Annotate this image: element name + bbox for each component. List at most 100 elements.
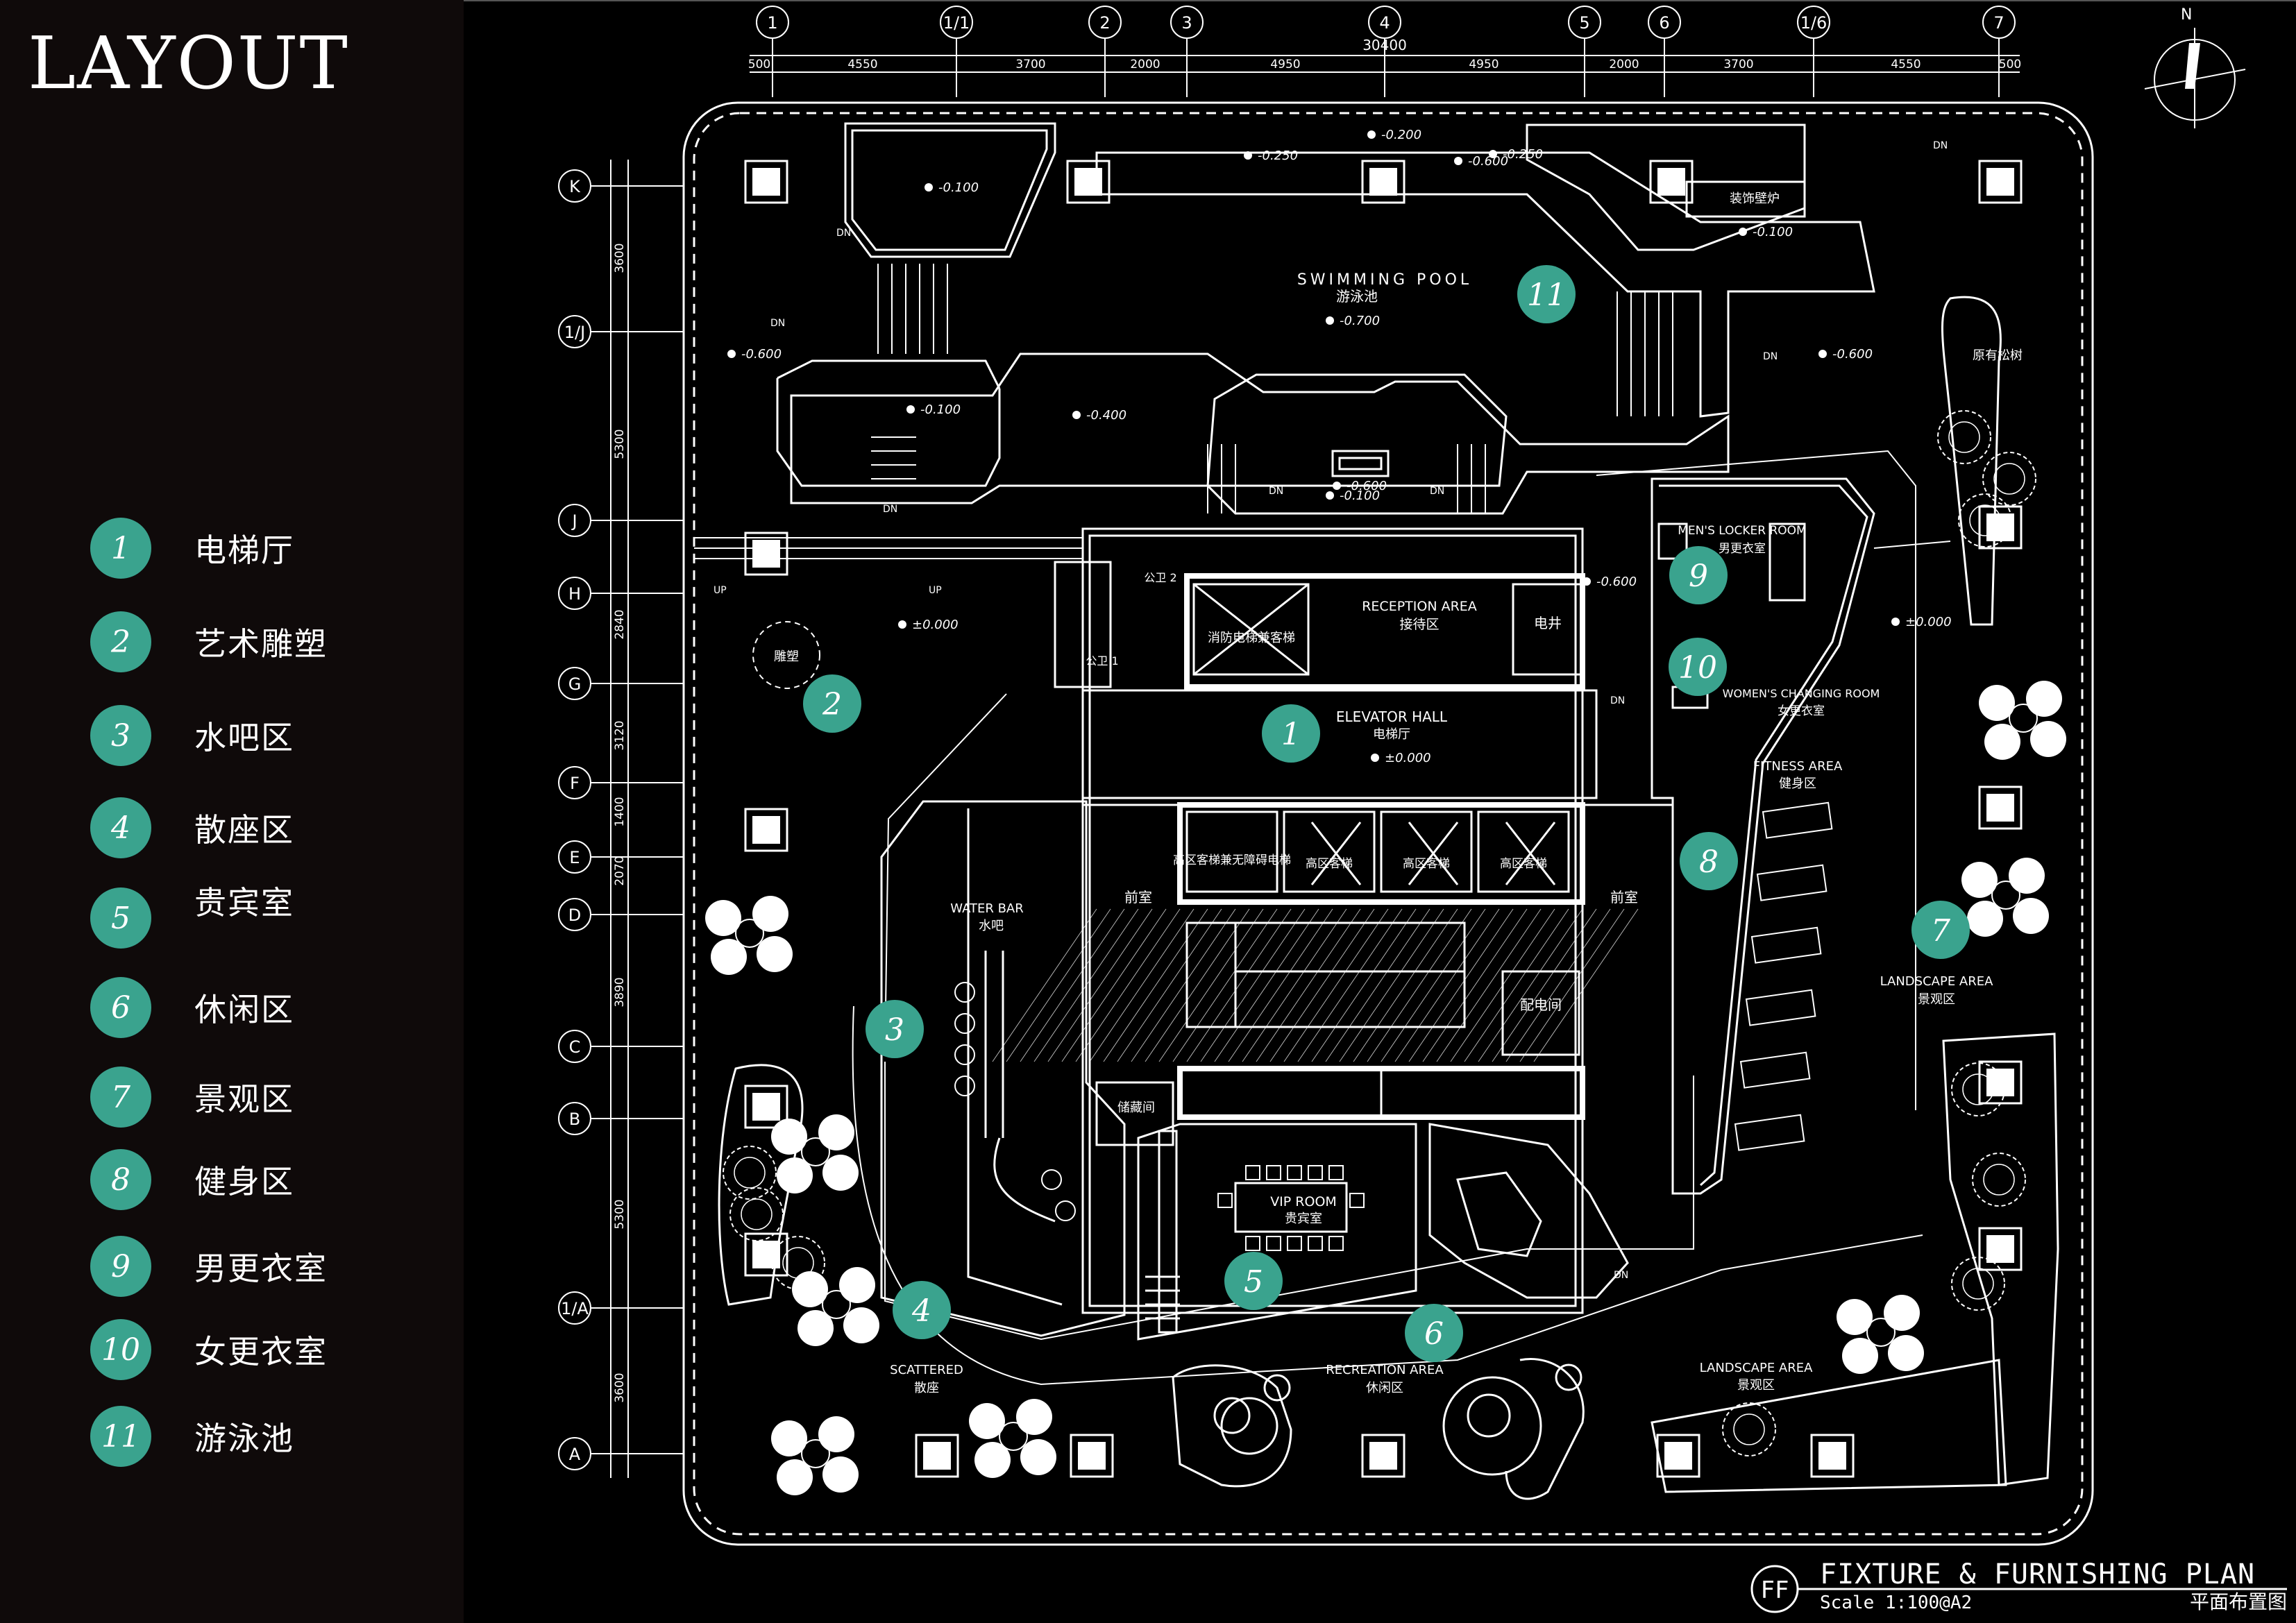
column (915, 1434, 959, 1478)
tree-cluster (969, 1399, 1056, 1478)
label-womens-cn: 女更衣室 (1778, 704, 1825, 718)
legend-label: 健身区 (194, 1163, 294, 1200)
grid-bubble: 7 (1982, 6, 2016, 97)
grid-label: K (569, 177, 581, 196)
grid-label: B (569, 1110, 580, 1129)
area-marker: 10 (1669, 638, 1727, 696)
dim-label: 5300 (613, 1199, 627, 1229)
legend-number: 11 (90, 1406, 151, 1467)
level-value: -0.250 (1503, 147, 1543, 162)
level-value: -0.100 (1753, 225, 1793, 239)
label-landscape2-cn: 景观区 (1737, 1378, 1775, 1393)
marker-number: 9 (1689, 559, 1708, 594)
level-value: -0.100 (938, 180, 979, 195)
level-mark: -0.100 (925, 180, 979, 195)
level-mark: ±0.000 (1891, 615, 1952, 629)
level-mark: -0.250 (1244, 148, 1298, 163)
level-value: ±0.000 (1905, 615, 1952, 629)
title-badge: FF (1761, 1577, 1789, 1604)
stools (954, 982, 1076, 1221)
dim-label: 1400 (613, 797, 627, 826)
level-mark: -0.600 (1333, 479, 1387, 493)
plan-scale: Scale 1:100@A2 (1820, 1592, 1972, 1613)
area-marker: 6 (1405, 1304, 1463, 1362)
marker-number: 10 (1678, 650, 1717, 686)
page-title: LAYOUT (28, 21, 349, 105)
dim-label: 3700 (1723, 58, 1753, 71)
tree-outline (1982, 452, 2036, 506)
dim-label: 3600 (613, 243, 627, 273)
dn-arrow-7: DN (1430, 486, 1444, 497)
level-value: -0.100 (1340, 488, 1380, 503)
level-value: -0.600 (1832, 347, 1873, 362)
grid-label: E (569, 848, 580, 867)
label-reception-cn: 接待区 (1399, 617, 1439, 632)
label-recreation-cn: 休闲区 (1366, 1381, 1403, 1395)
dim-label: 2840 (613, 609, 627, 639)
level-mark: -0.100 (906, 402, 961, 417)
treadmills (1734, 801, 1833, 1151)
grid-bubble: B (558, 1102, 684, 1135)
marker-number: 1 (1281, 717, 1301, 752)
level-mark: -0.100 (1739, 225, 1793, 239)
legend-label: 男更衣室 (194, 1250, 328, 1287)
tree-outline (1951, 1257, 2005, 1311)
dn-arrow-4: DN (1763, 351, 1778, 362)
legend-item: 2 艺术雕塑 (90, 611, 328, 673)
legend-number: 10 (90, 1319, 151, 1380)
area-marker: 11 (1517, 265, 1576, 323)
legend-number: 6 (90, 977, 151, 1038)
level-value: -0.100 (920, 402, 961, 417)
lounge-furniture (1172, 1358, 1585, 1500)
label-waterbar-cn: 水吧 (979, 919, 1004, 933)
dim-label: 4950 (1469, 58, 1499, 71)
legend-label: 艺术雕塑 (194, 625, 328, 663)
label-toilet-1: 公卫 1 (1086, 654, 1118, 668)
up-arrow-1: UP (714, 585, 727, 596)
north-arrow: N (2144, 6, 2246, 128)
dim-label: 4950 (1270, 58, 1300, 71)
grid-label: 1/A (561, 1299, 589, 1318)
label-toilet-2: 公卫 2 (1144, 571, 1176, 584)
dn-arrow-9: DN (1614, 1270, 1628, 1281)
grid-label: F (570, 774, 580, 793)
grid-bubble: 1/1 (940, 6, 973, 97)
landscape-beds (718, 296, 2059, 1493)
label-pool-en: SWIMMING POOL (1297, 271, 1472, 289)
dim-label: 4550 (847, 58, 877, 71)
legend-number: 1 (90, 518, 151, 579)
label-recreation-en: RECREATION AREA (1326, 1363, 1444, 1377)
grid-bubble: J (558, 504, 684, 537)
dim-label: 500 (748, 58, 770, 71)
grid-bubble: 3 (1170, 6, 1204, 97)
area-marker: 8 (1680, 832, 1738, 890)
label-lift-barrier-free: 高区客梯兼无障碍电梯 (1173, 853, 1291, 867)
up-arrow-2: UP (929, 585, 942, 596)
plan-title-cn: 平面布置图 (2190, 1590, 2287, 1613)
label-fitness-cn: 健身区 (1779, 776, 1816, 791)
grid-label: 1/1 (943, 13, 970, 33)
level-value: -0.400 (1086, 408, 1126, 423)
label-power-room: 配电间 (1520, 996, 1562, 1013)
grid-bubble: 4 (1368, 6, 1401, 97)
level-value: -0.600 (1347, 479, 1387, 493)
label-lift-1: 高区客梯 (1306, 857, 1353, 871)
label-landscape-cn: 景观区 (1918, 992, 1955, 1007)
dim-label: 2070 (613, 856, 627, 885)
grid-label: 1/6 (1800, 13, 1827, 33)
marker-number: 8 (1699, 844, 1719, 880)
level-value: ±0.000 (1385, 751, 1431, 765)
stair-arrows: DN DN DN DN DN DN DN DN DN UP UP (714, 140, 1948, 1281)
dn-arrow-8: DN (1610, 695, 1625, 706)
legend-number: 8 (90, 1149, 151, 1210)
pool-stairs (871, 264, 1673, 513)
column (744, 160, 788, 204)
column (744, 1085, 788, 1129)
grid-label: H (568, 584, 581, 604)
legend-number: 2 (90, 611, 151, 672)
label-fitness-en: FITNESS AREA (1753, 759, 1843, 774)
